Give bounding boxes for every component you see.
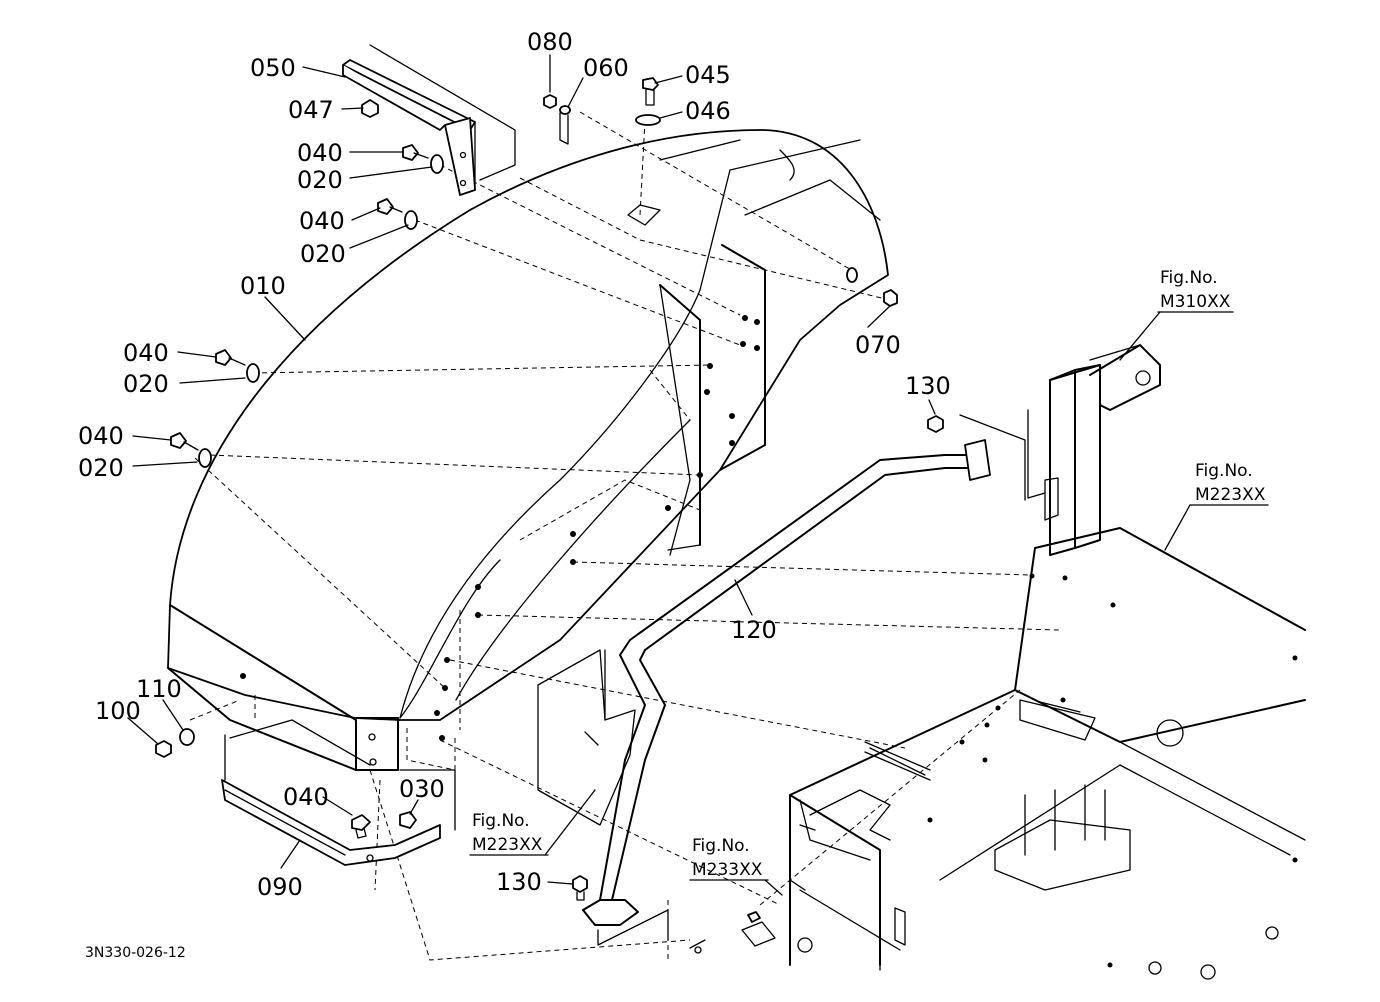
figure-references: Fig.No. M310XX Fig.No. M223XX Fig.No. M2… [469, 268, 1269, 881]
label-047: 047 [288, 96, 334, 124]
label-120: 120 [731, 616, 777, 644]
fender-010 [167, 129, 889, 771]
label-060: 060 [583, 54, 629, 82]
bracket-m223 [537, 649, 636, 826]
fig-ref-label: Fig.No. [472, 811, 530, 831]
handrail-bar-120 [582, 414, 1026, 946]
label-040: 040 [283, 783, 329, 811]
diagram-code: 3N330-026-12 [85, 945, 186, 961]
assembly-lines [189, 111, 1061, 961]
hardware-fasteners [155, 77, 944, 954]
label-010: 010 [240, 272, 286, 300]
label-130: 130 [496, 868, 542, 896]
label-045: 045 [685, 61, 731, 89]
label-020: 020 [297, 166, 343, 194]
label-040: 040 [297, 139, 343, 167]
leader-lines [127, 54, 1191, 896]
bracket-050 [342, 44, 516, 196]
fender-holes [240, 315, 760, 741]
label-040: 040 [123, 339, 169, 367]
rear-bracket [1027, 344, 1161, 556]
bracket-090 [221, 719, 456, 866]
label-070: 070 [855, 331, 901, 359]
label-020: 020 [300, 240, 346, 268]
fig-ref-code: M310XX [1160, 292, 1231, 312]
label-050: 050 [250, 54, 296, 82]
label-090: 090 [257, 873, 303, 901]
label-030: 030 [399, 775, 445, 803]
fig-ref-label: Fig.No. [692, 836, 750, 856]
fig-ref-label: Fig.No. [1160, 268, 1218, 288]
fig-ref-code: M233XX [692, 860, 763, 880]
part-labels: 050 047 040 020 040 020 010 040 020 040 … [78, 28, 951, 901]
label-080: 080 [527, 28, 573, 56]
label-130: 130 [905, 372, 951, 400]
fig-ref-code: M223XX [472, 835, 543, 855]
label-046: 046 [685, 97, 731, 125]
label-040: 040 [299, 207, 345, 235]
label-040: 040 [78, 422, 124, 450]
label-020: 020 [78, 454, 124, 482]
label-100: 100 [95, 697, 141, 725]
fig-ref-label: Fig.No. [1195, 461, 1253, 481]
label-110: 110 [136, 675, 182, 703]
label-020: 020 [123, 370, 169, 398]
fig-ref-code: M223XX [1195, 485, 1266, 505]
tractor-frame [789, 527, 1306, 980]
